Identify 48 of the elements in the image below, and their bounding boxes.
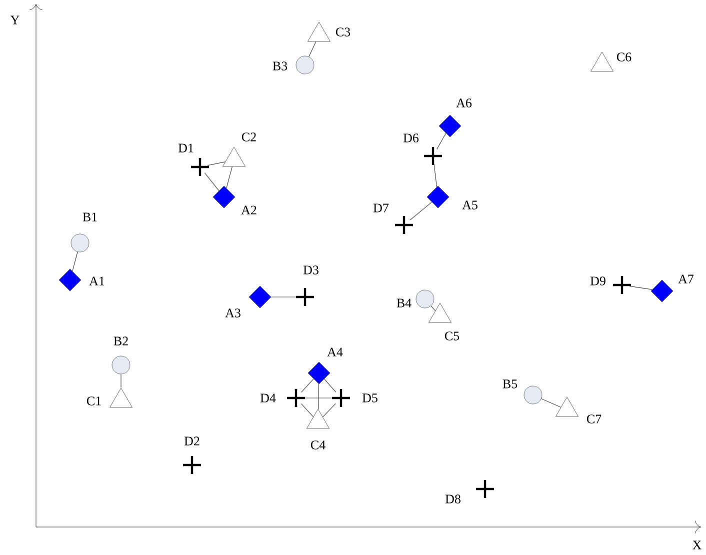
connector-line — [629, 286, 653, 290]
connector-line — [300, 403, 314, 418]
axis-label: Y — [10, 16, 20, 24]
point-label: A7 — [678, 274, 694, 284]
point-label: B3 — [272, 62, 288, 70]
point-label: D3 — [303, 266, 318, 274]
point-label: D1 — [178, 144, 194, 152]
connector-line — [270, 296, 298, 298]
point-label: C2 — [242, 132, 256, 142]
point-label: B1 — [82, 212, 97, 222]
point-label: B4 — [396, 298, 412, 308]
point-label: D5 — [362, 394, 378, 402]
point-label: A6 — [456, 98, 472, 108]
connector-line — [308, 41, 316, 57]
point-label: D4 — [260, 394, 276, 402]
point-label: D7 — [373, 204, 389, 212]
connector-line — [72, 252, 78, 272]
connector-line — [322, 403, 336, 418]
point-label: D2 — [184, 436, 200, 446]
connector-line — [434, 163, 438, 188]
point-label: D9 — [590, 276, 606, 286]
connector-line — [541, 398, 562, 408]
point-label: C7 — [586, 414, 602, 424]
point-label: D6 — [403, 134, 419, 142]
connector-line — [204, 172, 220, 192]
point-label: C3 — [336, 28, 350, 36]
point-label: C6 — [616, 52, 632, 62]
point-label: D8 — [445, 494, 460, 504]
point-label: C1 — [86, 396, 101, 406]
connector-line — [300, 378, 314, 393]
point-label: A5 — [462, 200, 478, 210]
connector-line — [207, 162, 226, 166]
connector-line — [226, 166, 232, 188]
point-label: A4 — [327, 348, 343, 356]
connector-line — [318, 384, 320, 410]
point-label: A2 — [241, 206, 256, 214]
point-label: A1 — [89, 276, 104, 286]
point-label: C5 — [444, 332, 460, 340]
connector-line — [120, 374, 122, 388]
point-label: C4 — [310, 440, 326, 450]
point-label: A3 — [225, 308, 240, 318]
point-label: B5 — [502, 380, 518, 388]
connector-line — [430, 306, 436, 311]
axis-label: X — [692, 540, 702, 550]
connector-line — [324, 378, 336, 393]
connector-line — [436, 132, 446, 150]
connector-line — [410, 202, 432, 220]
point-label: B2 — [114, 336, 128, 346]
